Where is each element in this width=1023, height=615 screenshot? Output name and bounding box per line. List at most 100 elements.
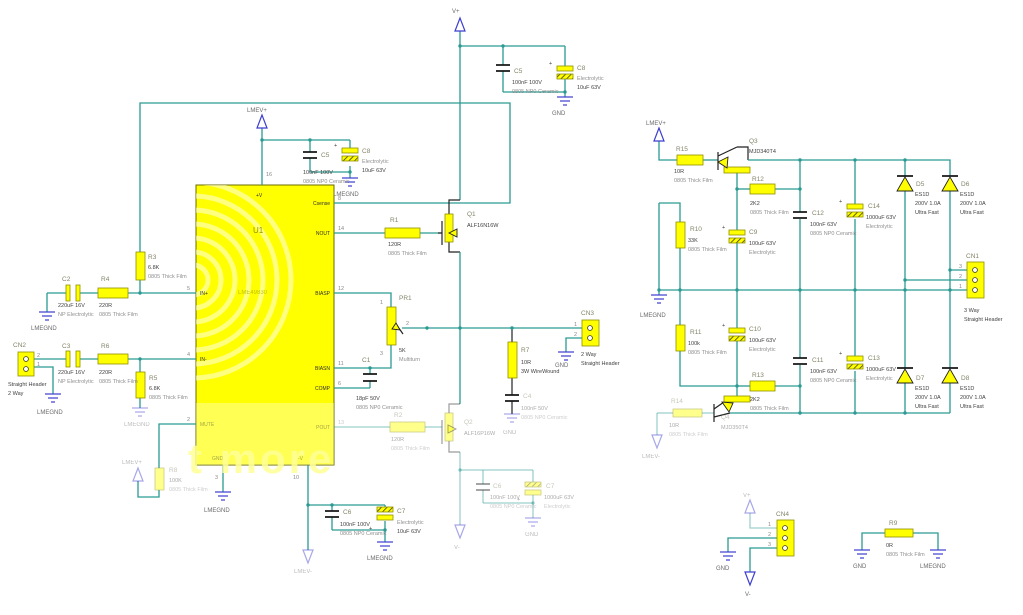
wire (717, 146, 738, 157)
value-label: 200V 1.0A (915, 201, 941, 207)
package-label: 0805 NP0 Ceramic (356, 405, 403, 411)
value-label: + (334, 143, 337, 149)
value-label: + (839, 199, 842, 205)
junction-dot (458, 44, 462, 48)
r6-body (97, 353, 129, 365)
c8-bar (556, 65, 574, 72)
r1-body (384, 227, 421, 239)
watermark-swirl-ring (196, 221, 252, 339)
r2-body (389, 421, 426, 433)
pin-name: BIASN (315, 366, 330, 372)
ground-symbol (854, 549, 870, 559)
designator-label: R11 (690, 329, 702, 336)
package-label: Electrolytic (362, 159, 389, 165)
designator-label: CN3 (581, 310, 594, 317)
designator-label: C3 (62, 343, 71, 350)
c10-bar-hatched (728, 335, 746, 342)
junction-dot (798, 288, 802, 292)
value-label: 220R (99, 303, 112, 309)
value-label: 10R (669, 423, 679, 429)
q3-arrow (717, 156, 729, 169)
pin-number: 3 (959, 264, 962, 270)
junction-dot (501, 44, 505, 48)
pin-name: -V (298, 456, 304, 462)
value-label: ES1D (960, 386, 974, 392)
designator-label: C8 (362, 148, 371, 155)
package-label: Electrolytic (866, 224, 893, 230)
value-label: 100nF 100V (490, 495, 520, 501)
value-label: 3W WireWound (521, 369, 559, 375)
value-label: Ultra Fast (960, 404, 984, 410)
junction-dot (510, 326, 514, 330)
connector-pin-hole (972, 277, 978, 283)
package-label: 0805 NP0 Ceramic (810, 378, 857, 384)
value-label: 0R (886, 543, 893, 549)
q2-mosfet-body (444, 412, 454, 442)
net-label: LMEGND (204, 508, 230, 514)
c8-bar-hatched (556, 73, 574, 80)
pin-number: 5 (187, 286, 190, 292)
value-label: 100nF 63V (810, 369, 837, 375)
cn2-connector-body (17, 351, 35, 377)
value-label: 200V 1.0A (915, 395, 941, 401)
junction-dot (678, 288, 682, 292)
junction-dot (306, 503, 310, 507)
package-label: 0805 NP0 Ceramic (340, 531, 387, 537)
package-label: 0805 NP0 Ceramic (512, 89, 559, 95)
value-label: 220uF 16V (58, 370, 85, 376)
wire (448, 403, 460, 413)
package-label: 0805 Thick Film (149, 395, 188, 401)
value-label: ES1D (915, 386, 929, 392)
ground-symbol (525, 517, 541, 527)
designator-label: PR1 (399, 295, 412, 302)
net-label: GND (853, 564, 867, 570)
d6-diode-triangle (941, 176, 959, 192)
package-label: 0805 Thick Film (148, 274, 187, 280)
designator-label: C7 (546, 483, 555, 490)
net-label: V+ (743, 493, 751, 499)
pin-number: 1 (768, 522, 771, 528)
junction-dot (798, 411, 802, 415)
package-label: 0805 Thick Film (669, 432, 708, 438)
c8-bar-hatched (341, 155, 359, 162)
connector-pin-hole (782, 545, 788, 551)
pin-number: 1 (959, 284, 962, 290)
designator-label: Q4 (721, 414, 730, 421)
r10-body (675, 221, 686, 249)
value-label: 100nF 100V (340, 522, 370, 528)
value-label: Ultra Fast (960, 210, 984, 216)
value-label: 10uF 63V (577, 85, 601, 91)
package-label: Electrolytic (397, 520, 424, 526)
pin-name: MUTE (200, 422, 215, 428)
net-label: LMEGND (31, 326, 57, 332)
r8-body (154, 467, 165, 491)
junction-dot (903, 288, 907, 292)
net-label: LMEGND (37, 410, 63, 416)
q4-arrow (721, 401, 734, 413)
ground-symbol (651, 294, 667, 304)
value-label: MJD350T4 (721, 425, 748, 431)
value-label: 200V 1.0A (960, 395, 986, 401)
value-label: 100uF 63V (749, 338, 776, 344)
designator-label: C1 (362, 357, 371, 364)
net-label: GND (555, 363, 569, 369)
pin-number: 11 (338, 361, 344, 367)
r5-body (135, 371, 146, 399)
designator-label: R15 (676, 146, 688, 153)
connector-pin-hole (23, 356, 29, 362)
c3-bar (75, 350, 81, 368)
pin-number: 4 (187, 352, 190, 358)
pin-number: 2 (187, 417, 190, 423)
c7-bar-hatched (376, 506, 394, 513)
wire (565, 337, 582, 352)
junction-dot (563, 90, 567, 94)
d5-diode-triangle (896, 176, 914, 192)
designator-label: Q3 (749, 138, 758, 145)
designator-label: CN4 (776, 511, 789, 518)
value-label: 33K (688, 238, 698, 244)
pin-number: 12 (338, 286, 344, 292)
value-label: 10R (521, 360, 531, 366)
wire (658, 141, 677, 161)
